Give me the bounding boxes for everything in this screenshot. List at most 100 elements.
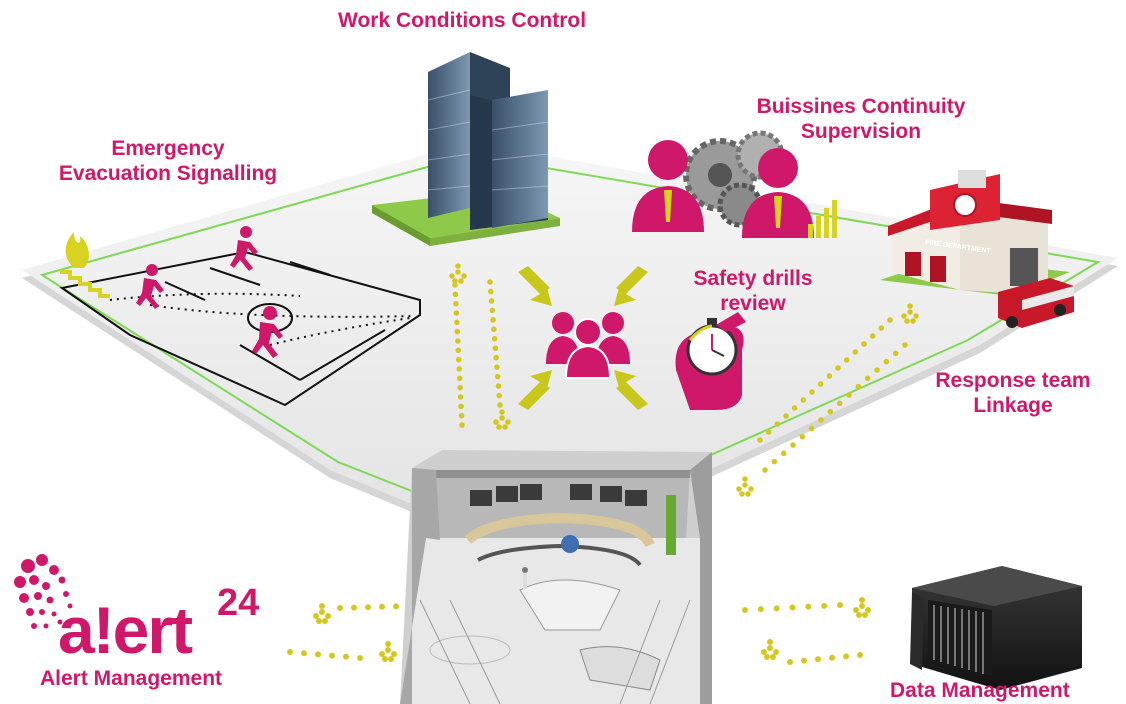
flow-dot (843, 653, 849, 660)
flow-dot (379, 603, 385, 610)
logo-superscript: 24 (217, 582, 260, 624)
converging-arrows (518, 266, 648, 410)
flow-dot (799, 433, 806, 440)
flow-dot (457, 384, 463, 391)
flow-dot (771, 458, 778, 465)
flow-dot (907, 303, 913, 309)
flow-dot (864, 375, 871, 382)
flow-dot (452, 282, 458, 288)
flow-dot (49, 565, 59, 575)
flow-dot (791, 405, 798, 411)
flow-dot (859, 597, 865, 603)
office-building-icon (372, 52, 560, 246)
dotted-flow-arrows (287, 263, 919, 665)
flow-dot (365, 604, 371, 611)
team-icon (546, 312, 630, 379)
flow-dot (39, 609, 45, 615)
data-management-label: Data Management (890, 679, 1070, 702)
flow-dot (319, 609, 325, 615)
flow-dot (745, 491, 751, 497)
flow-dot (762, 467, 768, 473)
flow-dot (455, 347, 462, 354)
flow-dot (449, 273, 455, 279)
logo-wordmark: a!ert (58, 593, 193, 667)
flow-dot (862, 612, 868, 618)
flow-dot (790, 442, 796, 448)
flow-dot (454, 319, 460, 326)
alert-management-label: Alert Management (40, 667, 223, 690)
flow-dot (31, 623, 37, 629)
flow-dot (455, 356, 462, 363)
flow-dot (761, 649, 767, 655)
flow-dot (855, 383, 862, 390)
flow-dot (14, 576, 26, 588)
flow-dot (817, 381, 824, 387)
flow-dot (453, 310, 460, 316)
flow-dot (874, 367, 880, 373)
flow-dot (46, 596, 54, 604)
flow-dot (837, 602, 843, 608)
emergency-evacuation-label: Emergency Evacuation Signalling (48, 136, 288, 186)
flow-dot (57, 619, 63, 625)
flow-dot (836, 400, 843, 407)
flow-dot (458, 278, 464, 284)
flow-dot (499, 415, 505, 421)
flow-dot (42, 582, 50, 590)
flow-dot (379, 651, 385, 657)
flow-dot (385, 647, 391, 653)
flow-dot (757, 437, 763, 443)
flow-dot (910, 318, 916, 324)
running-person-icon (230, 226, 258, 271)
flow-dot (742, 482, 748, 488)
flow-dot (492, 345, 499, 352)
flow-dot (452, 291, 459, 298)
flow-dot (454, 328, 461, 335)
flow-dot (502, 424, 508, 430)
work-conditions-label: Work Conditions Control (338, 9, 587, 32)
flow-dot (493, 419, 499, 425)
emergency-line-1: Emergency (111, 137, 225, 160)
flow-dot (325, 613, 331, 619)
flow-dot (774, 421, 781, 427)
flow-dot (748, 486, 754, 492)
flow-dot (773, 649, 779, 655)
flow-dot (818, 417, 824, 423)
flow-dot (43, 623, 49, 629)
flow-dot (495, 383, 502, 389)
flow-dot (494, 373, 501, 380)
response-team-label: Response team Linkage (920, 368, 1106, 418)
flow-dot (869, 333, 876, 339)
flow-dot (391, 651, 397, 657)
flow-dot (496, 392, 503, 399)
flow-dot (51, 611, 57, 617)
flow-dot (843, 357, 850, 363)
flow-dot (865, 607, 871, 613)
business-continuity-line-1: Buissines Continuity (756, 95, 966, 118)
flow-dot (67, 603, 73, 609)
flow-dot (773, 605, 780, 612)
flow-dot (316, 618, 322, 624)
flow-dot (767, 645, 773, 651)
flow-dot (385, 641, 391, 647)
flow-dot (487, 279, 493, 285)
flow-dot (767, 639, 773, 645)
running-person-icon (136, 264, 164, 309)
flow-dot (19, 593, 29, 603)
flow-dot (315, 651, 321, 658)
flow-dot (63, 591, 69, 597)
flow-dot (499, 409, 505, 415)
fire-station-icon: FIRE DEPARTMENT (880, 170, 1074, 328)
flow-dot (907, 309, 913, 315)
flow-dot (801, 657, 807, 664)
flow-dot (505, 419, 511, 425)
flow-dot (452, 278, 458, 284)
flow-dot (489, 307, 496, 314)
flow-dot (490, 317, 496, 323)
flow-dot (357, 655, 363, 661)
flow-dot (461, 273, 467, 279)
flow-dot (487, 288, 494, 295)
flow-dot (739, 491, 745, 497)
flow-dot (821, 602, 828, 609)
flow-dot (488, 298, 495, 304)
